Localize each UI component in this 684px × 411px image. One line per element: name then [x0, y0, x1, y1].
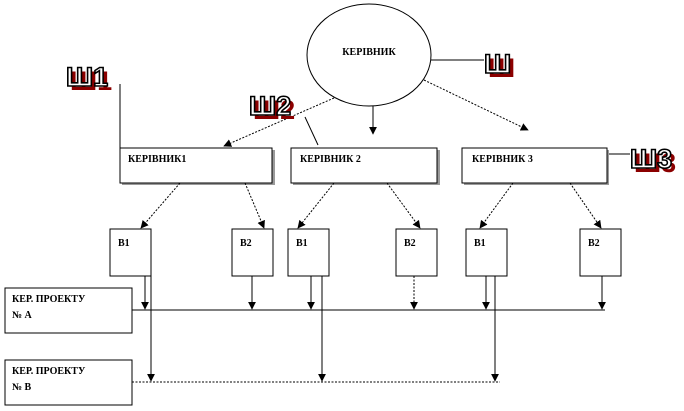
- project-b-line2: № В: [12, 382, 32, 393]
- manager-1-label: КЕРІВНИК1: [128, 154, 186, 165]
- svg-text:В1: В1: [118, 238, 130, 249]
- tag-sh: Ш Ш: [483, 48, 515, 83]
- svg-text:Ш3: Ш3: [630, 144, 672, 174]
- arrow-director-manager1: [223, 97, 335, 147]
- arrow-m3-b1: [479, 182, 514, 229]
- arrow-m2-b2: [386, 182, 421, 229]
- project-b-line1: КЕР. ПРОЕКТУ: [12, 366, 86, 377]
- project-a-line1: КЕР. ПРОЕКТУ: [12, 294, 86, 305]
- project-box-a: КЕР. ПРОЕКТУ № А: [4, 287, 133, 334]
- subunit-m3-b2: В2: [579, 228, 622, 277]
- arrow-m1-b1: [140, 182, 181, 229]
- manager-2-label: КЕРІВНИК 2: [300, 154, 361, 165]
- subunit-m1-b2: В2: [231, 228, 274, 277]
- arrow-m1-b2: [244, 182, 265, 229]
- svg-text:Ш: Ш: [488, 53, 515, 83]
- manager-3-label: КЕРІВНИК 3: [472, 154, 533, 165]
- tag-sh1: Ш1 Ш1: [65, 61, 112, 96]
- arrow-m2-b1: [297, 182, 335, 229]
- director-circle: [306, 3, 432, 107]
- project-box-b: КЕР. ПРОЕКТУ № В: [4, 359, 133, 406]
- subunit-m2-b1: В1: [287, 228, 330, 277]
- svg-text:Ш3: Ш3: [634, 148, 676, 178]
- arrow-m3-b2: [569, 182, 602, 229]
- subunit-m1-b1: В1: [109, 228, 152, 277]
- tag-sh3: Ш3 Ш3: [629, 143, 676, 178]
- project-a-line2: № А: [12, 310, 33, 321]
- arrow-director-manager3: [423, 79, 529, 131]
- subunit-m3-b1: В1: [465, 228, 508, 277]
- svg-text:Ш1: Ш1: [66, 62, 108, 92]
- manager-box-1: КЕРІВНИК1: [119, 147, 275, 185]
- svg-text:В1: В1: [296, 238, 308, 249]
- svg-text:Ш1: Ш1: [70, 66, 112, 96]
- director-label: КЕРІВНИК: [342, 47, 396, 58]
- tag-sh2-connector: [304, 116, 319, 146]
- subunit-m2-b2: В2: [395, 228, 438, 277]
- manager-box-3: КЕРІВНИК 3: [461, 147, 609, 185]
- svg-text:Ш: Ш: [484, 49, 511, 79]
- svg-text:Ш2: Ш2: [249, 91, 291, 121]
- tag-sh2: Ш2 Ш2: [248, 90, 295, 125]
- svg-text:В2: В2: [404, 238, 416, 249]
- svg-text:В2: В2: [588, 238, 600, 249]
- svg-text:Ш2: Ш2: [253, 95, 295, 125]
- manager-box-2: КЕРІВНИК 2: [290, 147, 440, 185]
- svg-text:В1: В1: [474, 238, 486, 249]
- svg-text:В2: В2: [240, 238, 252, 249]
